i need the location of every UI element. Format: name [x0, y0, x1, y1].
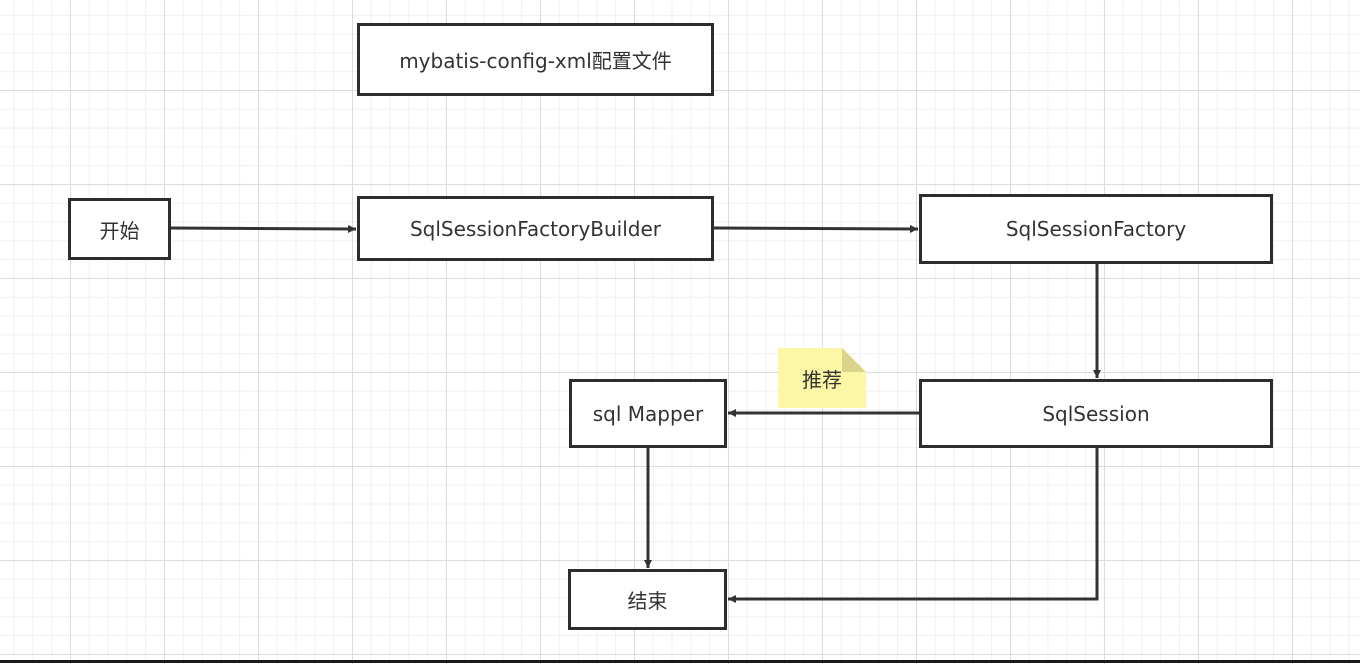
config-file-node[interactable]: mybatis-config-xml配置文件 — [357, 23, 714, 96]
edge-builder-to-factory — [713, 224, 919, 233]
start-node[interactable]: 开始 — [68, 198, 171, 260]
sqlsession-node[interactable]: SqlSession — [919, 379, 1273, 448]
sqlsessionfactorybuilder-node[interactable]: SqlSessionFactoryBuilder — [357, 196, 714, 261]
bottom-border — [0, 660, 1360, 663]
end-label: 结束 — [627, 589, 668, 613]
note-fold — [842, 348, 866, 372]
sqlsessionfactorybuilder-label: SqlSessionFactoryBuilder — [409, 216, 662, 241]
end-node[interactable]: 结束 — [568, 569, 727, 630]
sqlsessionfactory-label: SqlSessionFactory — [1005, 217, 1187, 241]
edge-start-to-builder — [169, 224, 357, 233]
sql-mapper-label: sql Mapper — [592, 401, 704, 426]
sql-mapper-node[interactable]: sql Mapper — [569, 379, 727, 448]
start-label: 开始 — [99, 218, 140, 243]
recommend-note[interactable]: 推荐 — [778, 348, 866, 408]
sqlsessionfactory-node[interactable]: SqlSessionFactory — [919, 194, 1273, 264]
sqlsession-label: SqlSession — [1042, 401, 1150, 426]
edge-session-to-end — [728, 448, 1099, 603]
config-file-label: mybatis-config-xml配置文件 — [399, 49, 672, 73]
note-shape — [778, 348, 866, 408]
note-label: 推荐 — [802, 367, 842, 392]
